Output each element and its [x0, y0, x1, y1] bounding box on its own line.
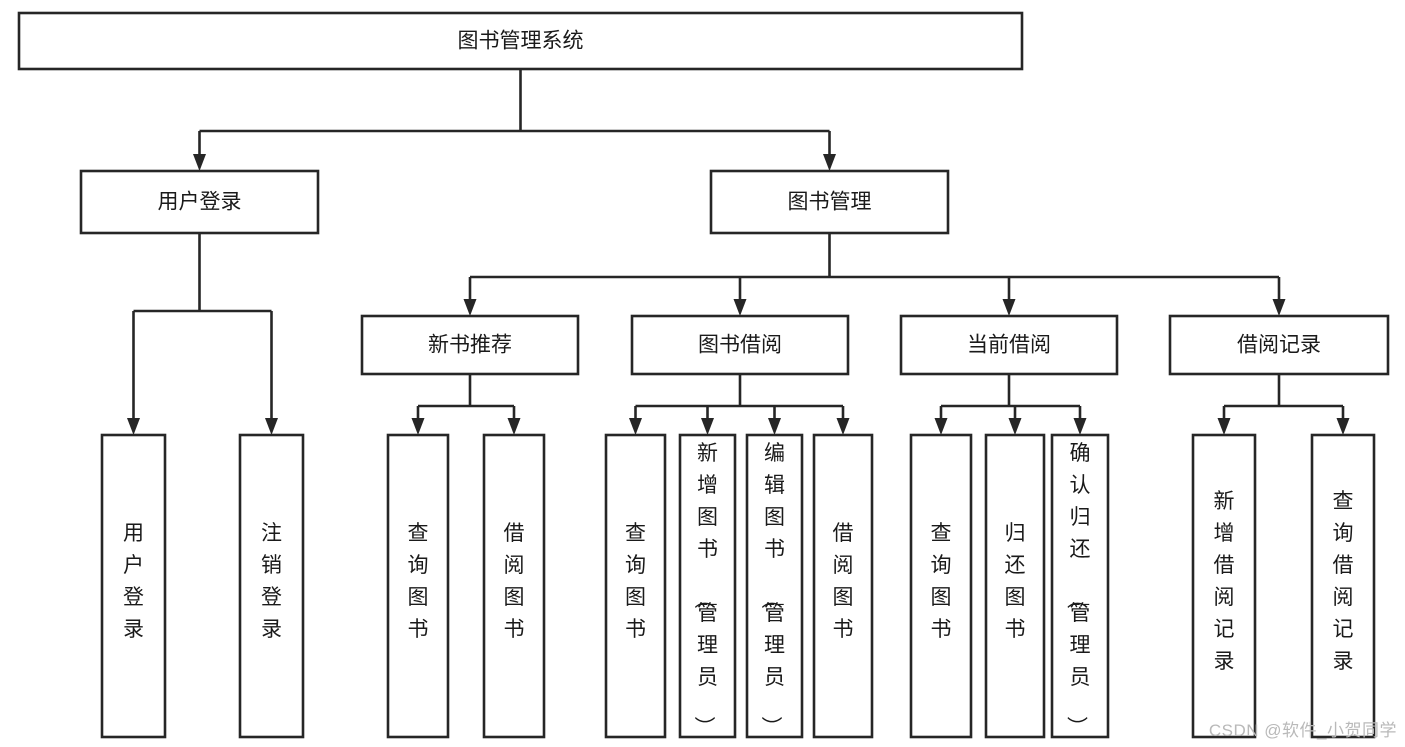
node-book-manage[interactable]: 图书管理 — [709, 169, 950, 235]
node-leaf-user-login[interactable]: 用户登录 — [100, 433, 167, 739]
node-label: 借阅图书 — [833, 522, 854, 641]
node-label: 查询图书 — [931, 522, 952, 641]
node-layer: 图书管理系统用户登录图书管理新书推荐图书借阅当前借阅借阅记录用户登录注销登录查询… — [17, 11, 1390, 739]
node-leaf-query-record[interactable]: 查询借阅记录 — [1310, 433, 1376, 739]
node-label: 新增图书（管理员） — [692, 442, 718, 737]
node-leaf-borrow-book-1[interactable]: 借阅图书 — [482, 433, 546, 739]
node-leaf-return-book[interactable]: 归还图书 — [984, 433, 1046, 739]
node-label: 注销登录 — [261, 522, 282, 641]
node-label: 图书管理 — [788, 191, 872, 214]
node-borrow-record[interactable]: 借阅记录 — [1168, 314, 1390, 376]
node-leaf-add-book[interactable]: 新增图书（管理员） — [678, 433, 737, 739]
node-label: 查询借阅记录 — [1333, 490, 1354, 673]
connector-layer — [127, 69, 1350, 435]
node-root[interactable]: 图书管理系统 — [17, 11, 1024, 71]
node-label: 用户登录 — [123, 522, 144, 641]
node-label: 图书管理系统 — [458, 30, 584, 53]
node-label: 借阅记录 — [1237, 334, 1321, 357]
node-label: 用户登录 — [158, 191, 242, 214]
node-label: 归还图书 — [1005, 522, 1026, 641]
node-leaf-query-book-3[interactable]: 查询图书 — [909, 433, 973, 739]
node-leaf-logout[interactable]: 注销登录 — [238, 433, 305, 739]
node-leaf-confirm-return[interactable]: 确认归还（管理员） — [1050, 433, 1110, 739]
csdn-watermark: CSDN @软件_小贺同学 — [1208, 721, 1397, 740]
node-label: 当前借阅 — [967, 334, 1051, 357]
node-label: 图书借阅 — [698, 334, 782, 357]
node-leaf-edit-book[interactable]: 编辑图书（管理员） — [745, 433, 804, 739]
node-label: 查询图书 — [625, 522, 646, 641]
node-leaf-borrow-book-2[interactable]: 借阅图书 — [812, 433, 874, 739]
node-leaf-query-book-2[interactable]: 查询图书 — [604, 433, 667, 739]
node-leaf-add-record[interactable]: 新增借阅记录 — [1191, 433, 1257, 739]
node-label: 确认归还（管理员） — [1065, 442, 1091, 737]
node-label: 编辑图书（管理员） — [759, 442, 785, 737]
node-user-login[interactable]: 用户登录 — [79, 169, 320, 235]
node-label: 新书推荐 — [428, 334, 512, 357]
node-label: 查询图书 — [408, 522, 429, 641]
node-leaf-query-book-1[interactable]: 查询图书 — [386, 433, 450, 739]
node-book-borrow[interactable]: 图书借阅 — [630, 314, 850, 376]
node-current-borrow[interactable]: 当前借阅 — [899, 314, 1119, 376]
node-label: 借阅图书 — [504, 522, 525, 641]
node-new-book-rec[interactable]: 新书推荐 — [360, 314, 580, 376]
node-label: 新增借阅记录 — [1214, 490, 1235, 673]
